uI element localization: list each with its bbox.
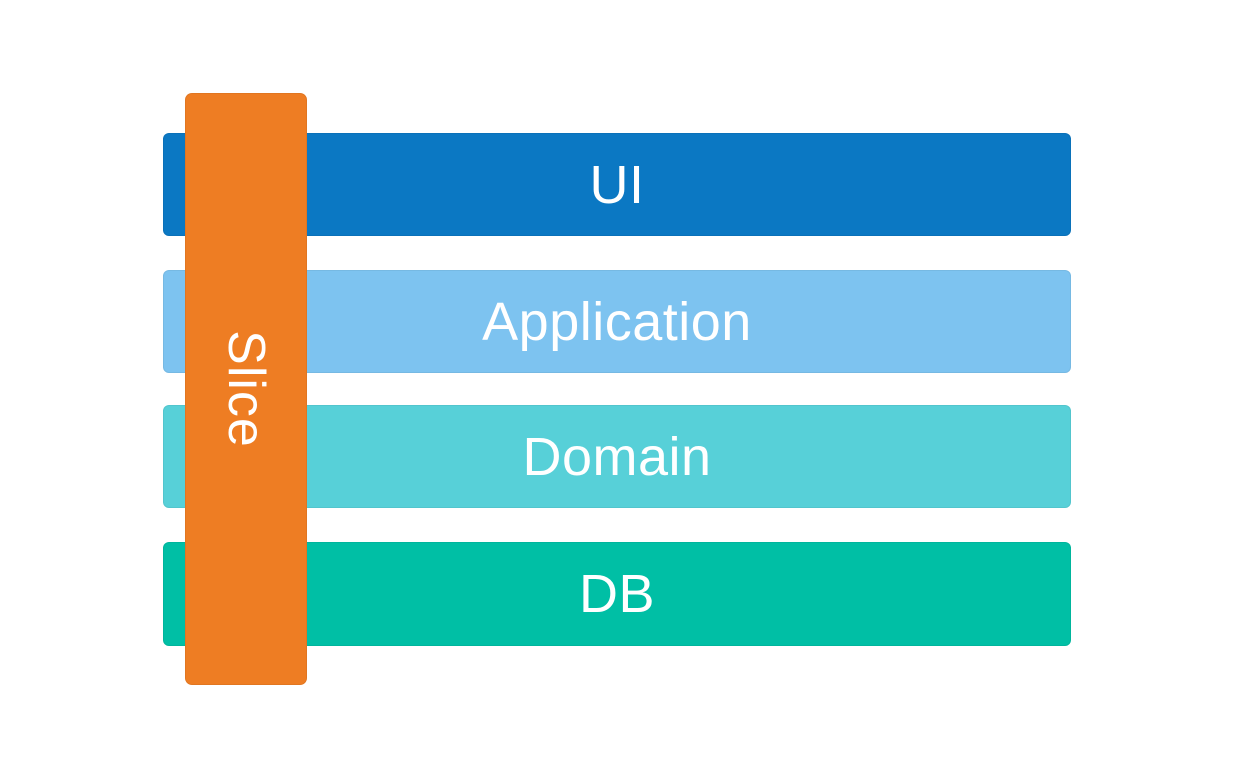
layer-label-ui: UI (589, 154, 645, 215)
layer-bar-application: Application (163, 270, 1071, 373)
slice-bar: Slice (185, 93, 307, 685)
slice-label: Slice (217, 330, 275, 448)
layer-bar-db: DB (163, 542, 1071, 646)
layer-label-application: Application (482, 291, 752, 352)
layer-label-domain: Domain (522, 426, 712, 487)
layer-bar-domain: Domain (163, 405, 1071, 508)
layer-bar-ui: UI (163, 133, 1071, 236)
layer-label-db: DB (578, 564, 655, 624)
